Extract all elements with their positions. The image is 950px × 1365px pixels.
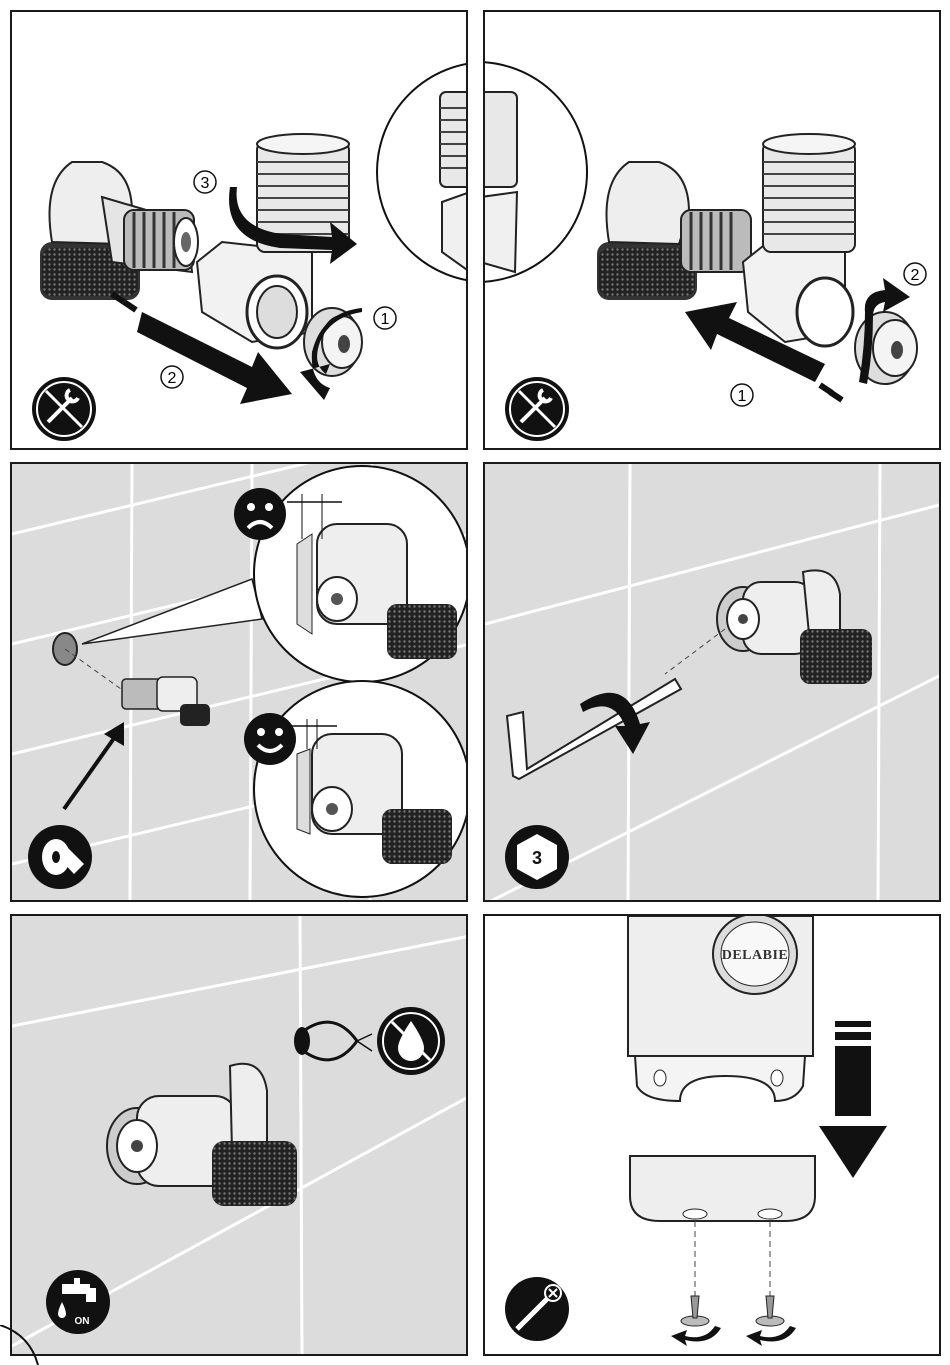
magnifier-edge	[485, 62, 587, 282]
panel-6-illustration: DELABIE	[485, 916, 941, 1356]
down-arrow	[819, 1021, 887, 1178]
panel-2-illustration: 2 1	[485, 12, 941, 450]
screwdriver-icon	[505, 1277, 569, 1341]
panel-4-illustration: 3	[485, 464, 941, 902]
small-valve	[122, 677, 210, 726]
panel-3-illustration	[12, 464, 468, 902]
page-corner	[0, 1325, 40, 1365]
happy-face-icon	[244, 713, 296, 765]
step-1-circle: 1	[731, 384, 753, 406]
panel-1-disassembly: 3 1 2	[10, 10, 468, 450]
cover-plate	[630, 1156, 815, 1221]
svg-text:3: 3	[532, 848, 542, 868]
no-tool-icon	[505, 377, 569, 441]
panel-2-reassembly: 2 1	[483, 10, 941, 450]
panel-4-tighten-hex: 3	[483, 462, 941, 902]
step-2-circle: 2	[161, 366, 183, 388]
screw-right	[756, 1296, 784, 1326]
unscrew-arrow-left	[671, 1326, 721, 1346]
hex-size-badge: 3	[505, 825, 569, 889]
svg-text:1: 1	[381, 311, 390, 328]
svg-text:1: 1	[738, 388, 747, 405]
panel-3-wall-installation	[10, 462, 468, 902]
water-on-badge: ON	[46, 1270, 110, 1334]
no-tool-icon	[32, 377, 96, 441]
detail-magnifier	[377, 62, 468, 282]
brand-logo: DELABIE	[722, 948, 789, 963]
elbow-fitting	[597, 162, 751, 300]
step-2-circle: 2	[904, 263, 926, 285]
panel-6-cover-removal: DELABIE	[483, 914, 941, 1356]
detail-bad	[254, 466, 468, 682]
sealing-tape-icon	[28, 825, 92, 889]
hex-key	[507, 679, 681, 779]
panel-1-illustration: 3 1 2	[12, 12, 468, 450]
detail-good	[254, 681, 468, 897]
svg-text:2: 2	[911, 267, 920, 284]
unit-body: DELABIE	[628, 916, 813, 1101]
panel-5-leak-check: ON	[10, 914, 468, 1356]
elbow-fitting	[40, 162, 198, 300]
svg-text:2: 2	[168, 370, 177, 387]
wall-connector	[743, 134, 855, 346]
svg-text:ON: ON	[75, 1316, 90, 1327]
panel-5-illustration: ON	[12, 916, 468, 1356]
step-3-circle: 3	[194, 171, 216, 193]
no-leak-icon	[377, 1007, 445, 1075]
mounted-valve	[107, 1064, 297, 1206]
step-1-circle: 1	[374, 307, 396, 329]
mounted-valve	[717, 570, 872, 684]
screw-left	[681, 1296, 709, 1326]
eye-icon	[294, 1022, 372, 1060]
svg-text:3: 3	[201, 175, 210, 192]
unscrew-arrow-right	[746, 1326, 796, 1346]
sad-face-icon	[234, 488, 286, 540]
